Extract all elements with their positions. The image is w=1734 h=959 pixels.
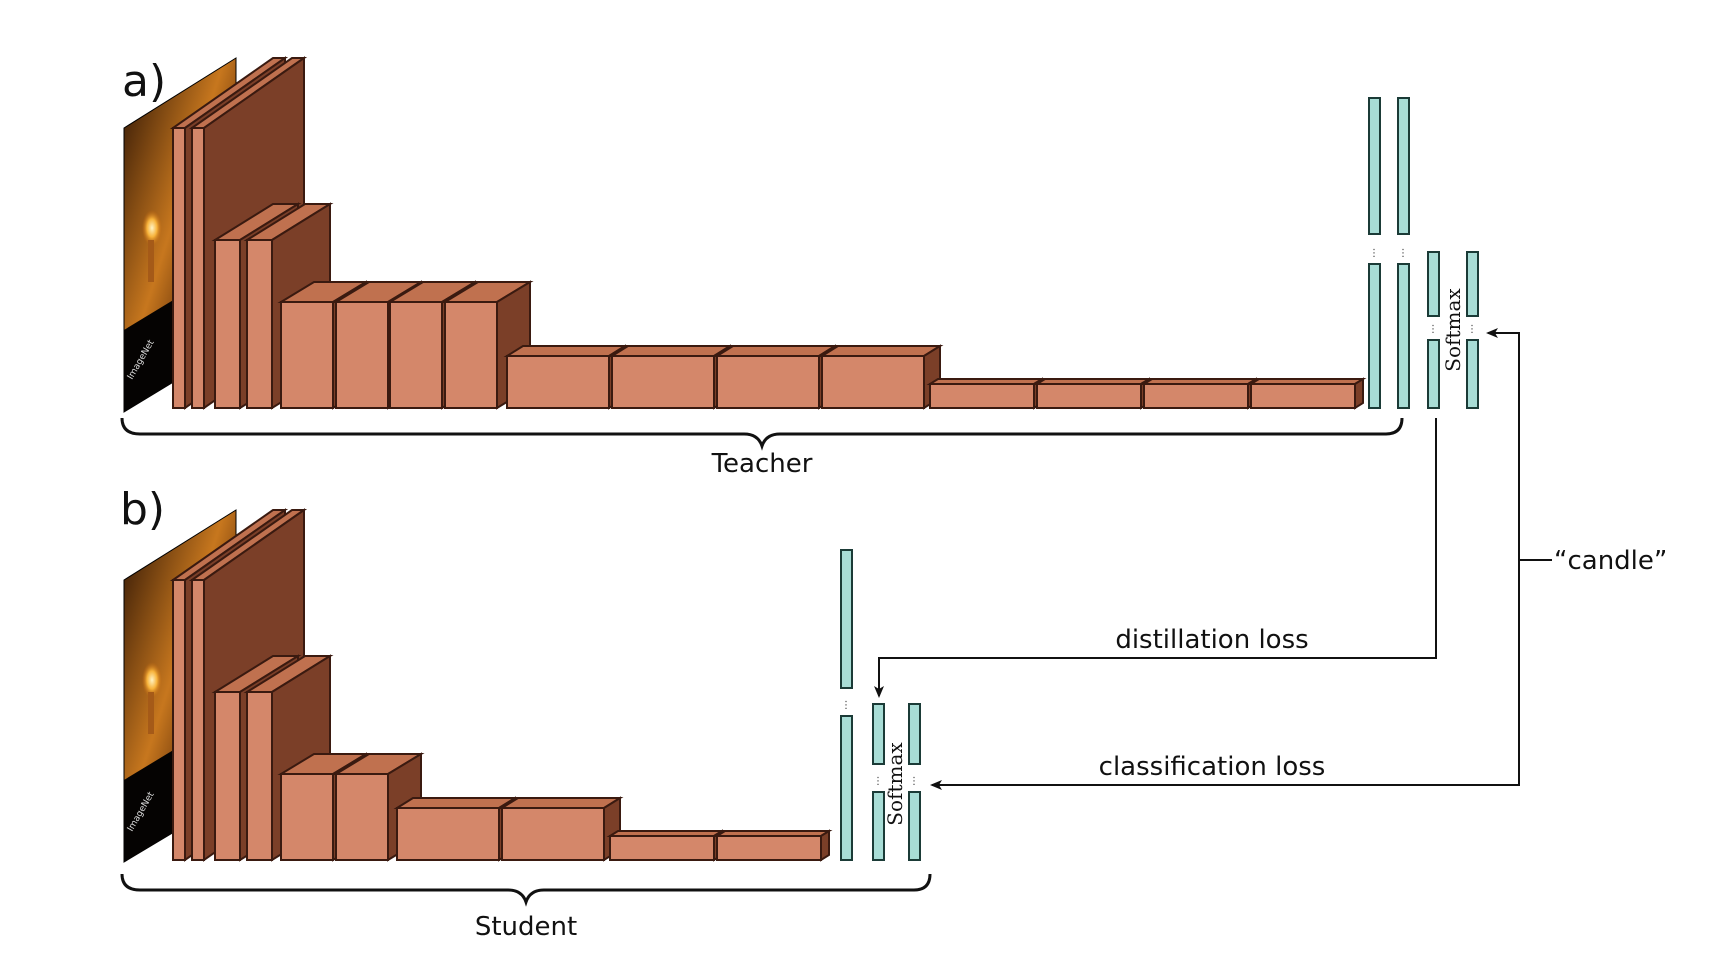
panel-b-label: b) — [120, 484, 165, 535]
svg-text:⋮: ⋮ — [1428, 324, 1438, 335]
student-softmax-label: Softmax — [883, 742, 907, 826]
distillation-loss-arrow — [874, 418, 1437, 698]
student-conv-blocks — [169, 508, 833, 862]
teacher-label: Teacher — [711, 449, 813, 479]
student-label: Student — [475, 912, 577, 942]
teacher-fc-layers: ⋮ ⋮ ⋮ ⋮ Softmax — [1368, 97, 1479, 409]
student-conv-block-10 — [713, 829, 833, 862]
teacher-conv-block-15 — [1140, 377, 1260, 410]
target-to-teacher-arrow — [1486, 328, 1520, 560]
classification-loss-label: classification loss — [1099, 752, 1326, 782]
teacher-fc-2: ⋮ — [1397, 97, 1410, 409]
teacher-conv-block-16 — [1247, 377, 1367, 410]
teacher-logits: ⋮ — [1427, 251, 1440, 409]
candle-photo-icon — [142, 210, 162, 246]
panel-a-label: a) — [122, 56, 166, 107]
svg-text:⋮: ⋮ — [1398, 248, 1408, 259]
teacher-softmax-label: Softmax — [1441, 288, 1465, 372]
student-logits: ⋮ — [872, 703, 885, 861]
target-class-label: “candle” — [1554, 546, 1667, 576]
distillation-loss-label: distillation loss — [1115, 625, 1308, 655]
teacher-fc-1: ⋮ — [1368, 97, 1381, 409]
student-fc-1: ⋮ — [840, 549, 853, 861]
teacher-softmax-output: ⋮ — [1466, 251, 1479, 409]
teacher-conv-block-9 — [503, 344, 629, 410]
teacher-brace — [120, 417, 1404, 451]
svg-text:⋮: ⋮ — [1467, 324, 1477, 335]
student-brace — [120, 873, 932, 907]
teacher-conv-block-10 — [608, 344, 734, 410]
svg-text:⋮: ⋮ — [1369, 248, 1379, 259]
student-conv-block-9 — [606, 829, 726, 862]
svg-text:⋮: ⋮ — [841, 700, 851, 711]
teacher-conv-block-14 — [1033, 377, 1153, 410]
student-fc-layers: ⋮ ⋮ ⋮ Softmax — [840, 549, 921, 861]
svg-text:⋮: ⋮ — [909, 776, 919, 787]
teacher-conv-block-11 — [713, 344, 839, 410]
teacher-conv-blocks — [169, 56, 1367, 410]
svg-text:⋮: ⋮ — [873, 776, 883, 787]
teacher-conv-block-13 — [926, 377, 1046, 410]
classification-loss-arrow — [930, 560, 1520, 790]
student-conv-block-7 — [393, 796, 519, 862]
teacher-conv-block-12 — [818, 344, 944, 410]
student-conv-block-8 — [498, 796, 624, 862]
candle-photo-icon-student — [142, 662, 162, 698]
student-softmax-output: ⋮ — [908, 703, 921, 861]
